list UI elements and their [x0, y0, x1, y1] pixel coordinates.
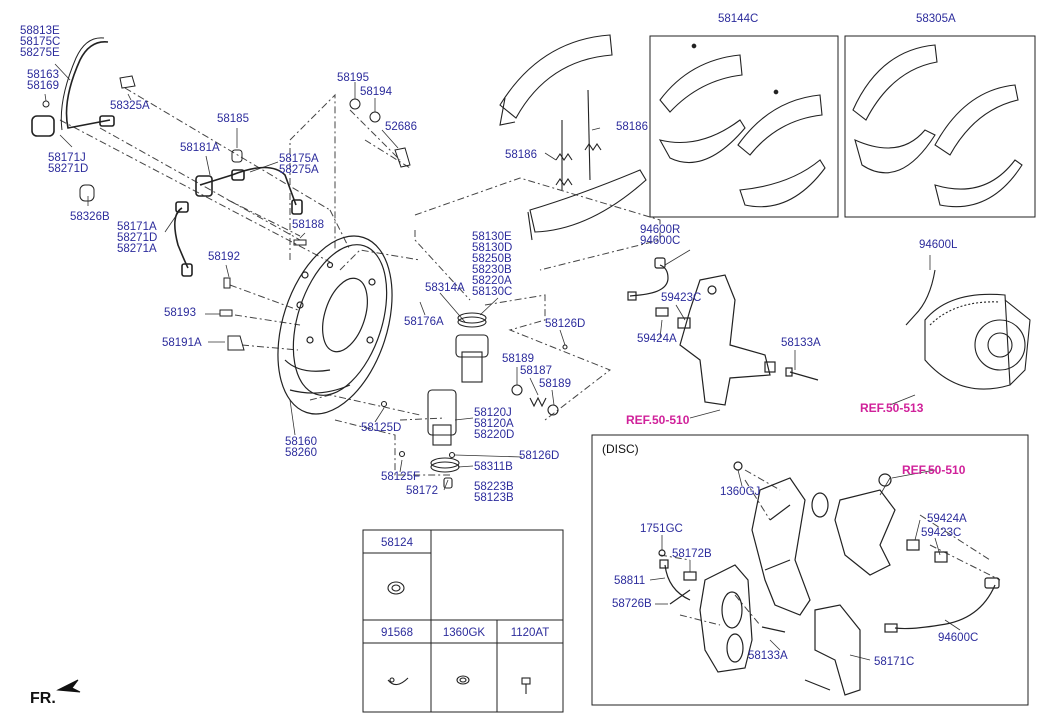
label-58125d[interactable]: 58125D [361, 422, 402, 434]
label-59424a-disc[interactable]: 59424A [927, 513, 967, 525]
disc-brake-pads [804, 604, 861, 696]
label-58726b[interactable]: 58726B [612, 598, 652, 610]
label-58314a[interactable]: 58314A [425, 282, 465, 294]
label-1360gj[interactable]: 1360GJ [720, 486, 761, 498]
label-1751gc[interactable]: 1751GC [640, 523, 683, 535]
brake-hoses [31, 37, 303, 277]
label-94600c-disc[interactable]: 94600C [938, 632, 979, 644]
disc-knuckle [811, 473, 948, 576]
ref-link-50-513[interactable]: REF.50-513 [860, 401, 924, 415]
label-94600l[interactable]: 94600L [919, 239, 958, 251]
steering-knuckle-drum [627, 257, 819, 406]
label-58189-left[interactable]: 58189 [502, 353, 534, 365]
label-58191a[interactable]: 58191A [162, 337, 202, 349]
small-fasteners-left [42, 75, 411, 351]
table-header-1120at[interactable]: 1120AT [510, 627, 550, 639]
disc-section-box [591, 434, 1029, 706]
label-58172[interactable]: 58172 [406, 485, 438, 497]
front-arrow-icon [56, 679, 81, 693]
label-58811[interactable]: 58811 [614, 575, 646, 587]
label-58133a-drum[interactable]: 58133A [781, 337, 821, 349]
label-58126d-lower[interactable]: 58126D [519, 450, 560, 462]
label-58192[interactable]: 58192 [208, 251, 240, 263]
dust-shield-94600l [905, 269, 1031, 390]
disc-caliper-body [658, 549, 753, 673]
label-59424a-drum[interactable]: 59424A [637, 333, 677, 345]
label-58195[interactable]: 58195 [337, 72, 369, 84]
label-59423c-disc[interactable]: 59423C [921, 527, 962, 539]
ref-link-50-510-disc[interactable]: REF.50-510 [902, 463, 966, 477]
label-58186-upper[interactable]: 58186 [616, 121, 648, 133]
label-58176a[interactable]: 58176A [404, 316, 444, 328]
label-58188[interactable]: 58188 [292, 219, 324, 231]
label-58125f[interactable]: 58125F [381, 471, 421, 483]
label-58189-right[interactable]: 58189 [539, 378, 571, 390]
small-parts-table [362, 529, 564, 713]
label-52686[interactable]: 52686 [385, 121, 417, 133]
shoe-kit-box-58305a [844, 35, 1036, 218]
label-58194[interactable]: 58194 [360, 86, 392, 98]
label-58325a[interactable]: 58325A [110, 100, 150, 112]
label-58171c[interactable]: 58171C [874, 656, 915, 668]
label-58187[interactable]: 58187 [520, 365, 552, 377]
label-58193[interactable]: 58193 [164, 307, 196, 319]
label-58185[interactable]: 58185 [217, 113, 249, 125]
drum-shoes-58305 [499, 34, 647, 241]
label-58305a[interactable]: 58305A [916, 13, 956, 25]
label-58144c[interactable]: 58144C [718, 13, 759, 25]
backing-plate-58160 [277, 235, 393, 415]
shoe-kit-box-58144c [649, 35, 839, 218]
table-header-91568[interactable]: 91568 [381, 627, 413, 639]
wheel-cylinder-group [380, 312, 568, 489]
disc-section-title: (DISC) [602, 442, 639, 456]
table-header-58124[interactable]: 58124 [381, 537, 413, 549]
disc-caliper-bracket [733, 461, 811, 616]
label-58133a-disc[interactable]: 58133A [748, 650, 788, 662]
shoe-kit-58144c [658, 43, 826, 208]
label-58186-lower[interactable]: 58186 [505, 149, 537, 161]
disc-sensor-94600c [761, 577, 1000, 633]
label-58311b[interactable]: 58311B [474, 461, 513, 473]
label-59423c-drum[interactable]: 59423C [661, 292, 702, 304]
label-58172b[interactable]: 58172B [672, 548, 712, 560]
shoe-kit-58305a [852, 44, 1023, 208]
label-58181a[interactable]: 58181A [180, 142, 220, 154]
label-58126d-upper[interactable]: 58126D [545, 318, 586, 330]
table-icons [387, 581, 531, 694]
table-header-1360gk[interactable]: 1360GK [442, 627, 486, 639]
ref-link-50-510-drum[interactable]: REF.50-510 [626, 413, 690, 427]
front-marker: FR. [30, 690, 56, 707]
label-58326b[interactable]: 58326B [70, 211, 110, 223]
